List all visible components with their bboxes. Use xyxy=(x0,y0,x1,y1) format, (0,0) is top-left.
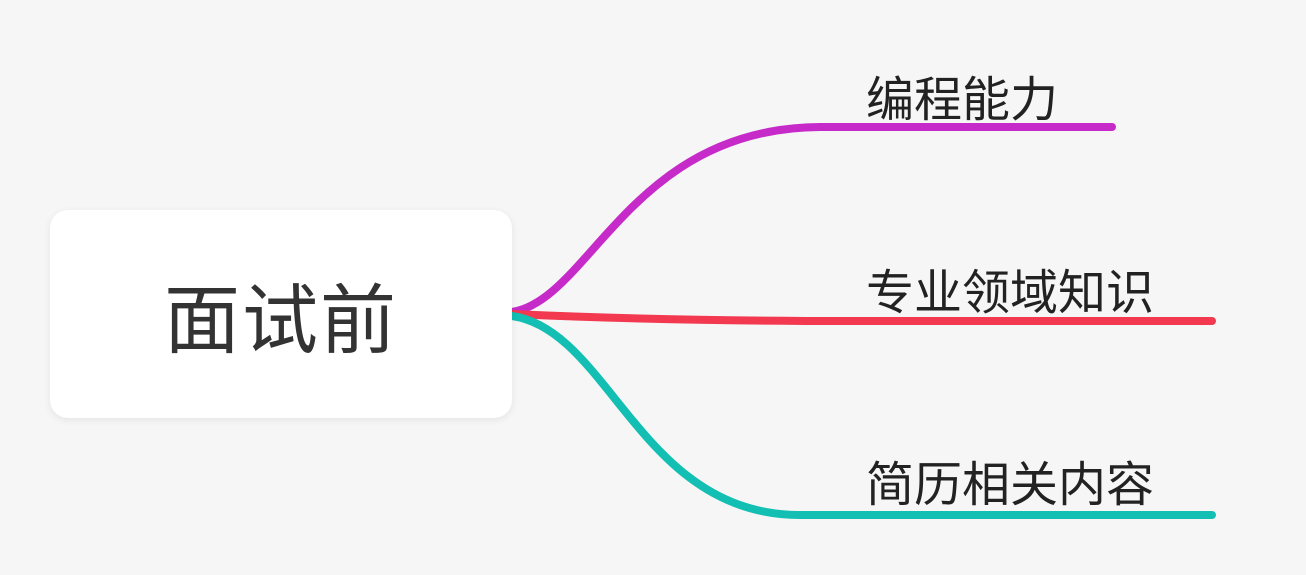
branch-link-resume xyxy=(508,312,1216,519)
branch-label-programming[interactable]: 编程能力 xyxy=(866,72,1059,128)
branch-link-programming xyxy=(508,123,1116,316)
root-node[interactable]: 面试前 xyxy=(50,210,512,418)
root-label: 面试前 xyxy=(164,276,398,365)
branch-label-domain-knowledge[interactable]: 专业领域知识 xyxy=(866,265,1155,321)
branch-label-resume[interactable]: 简历相关内容 xyxy=(866,457,1155,513)
branch-link-domain-knowledge xyxy=(508,310,1216,325)
